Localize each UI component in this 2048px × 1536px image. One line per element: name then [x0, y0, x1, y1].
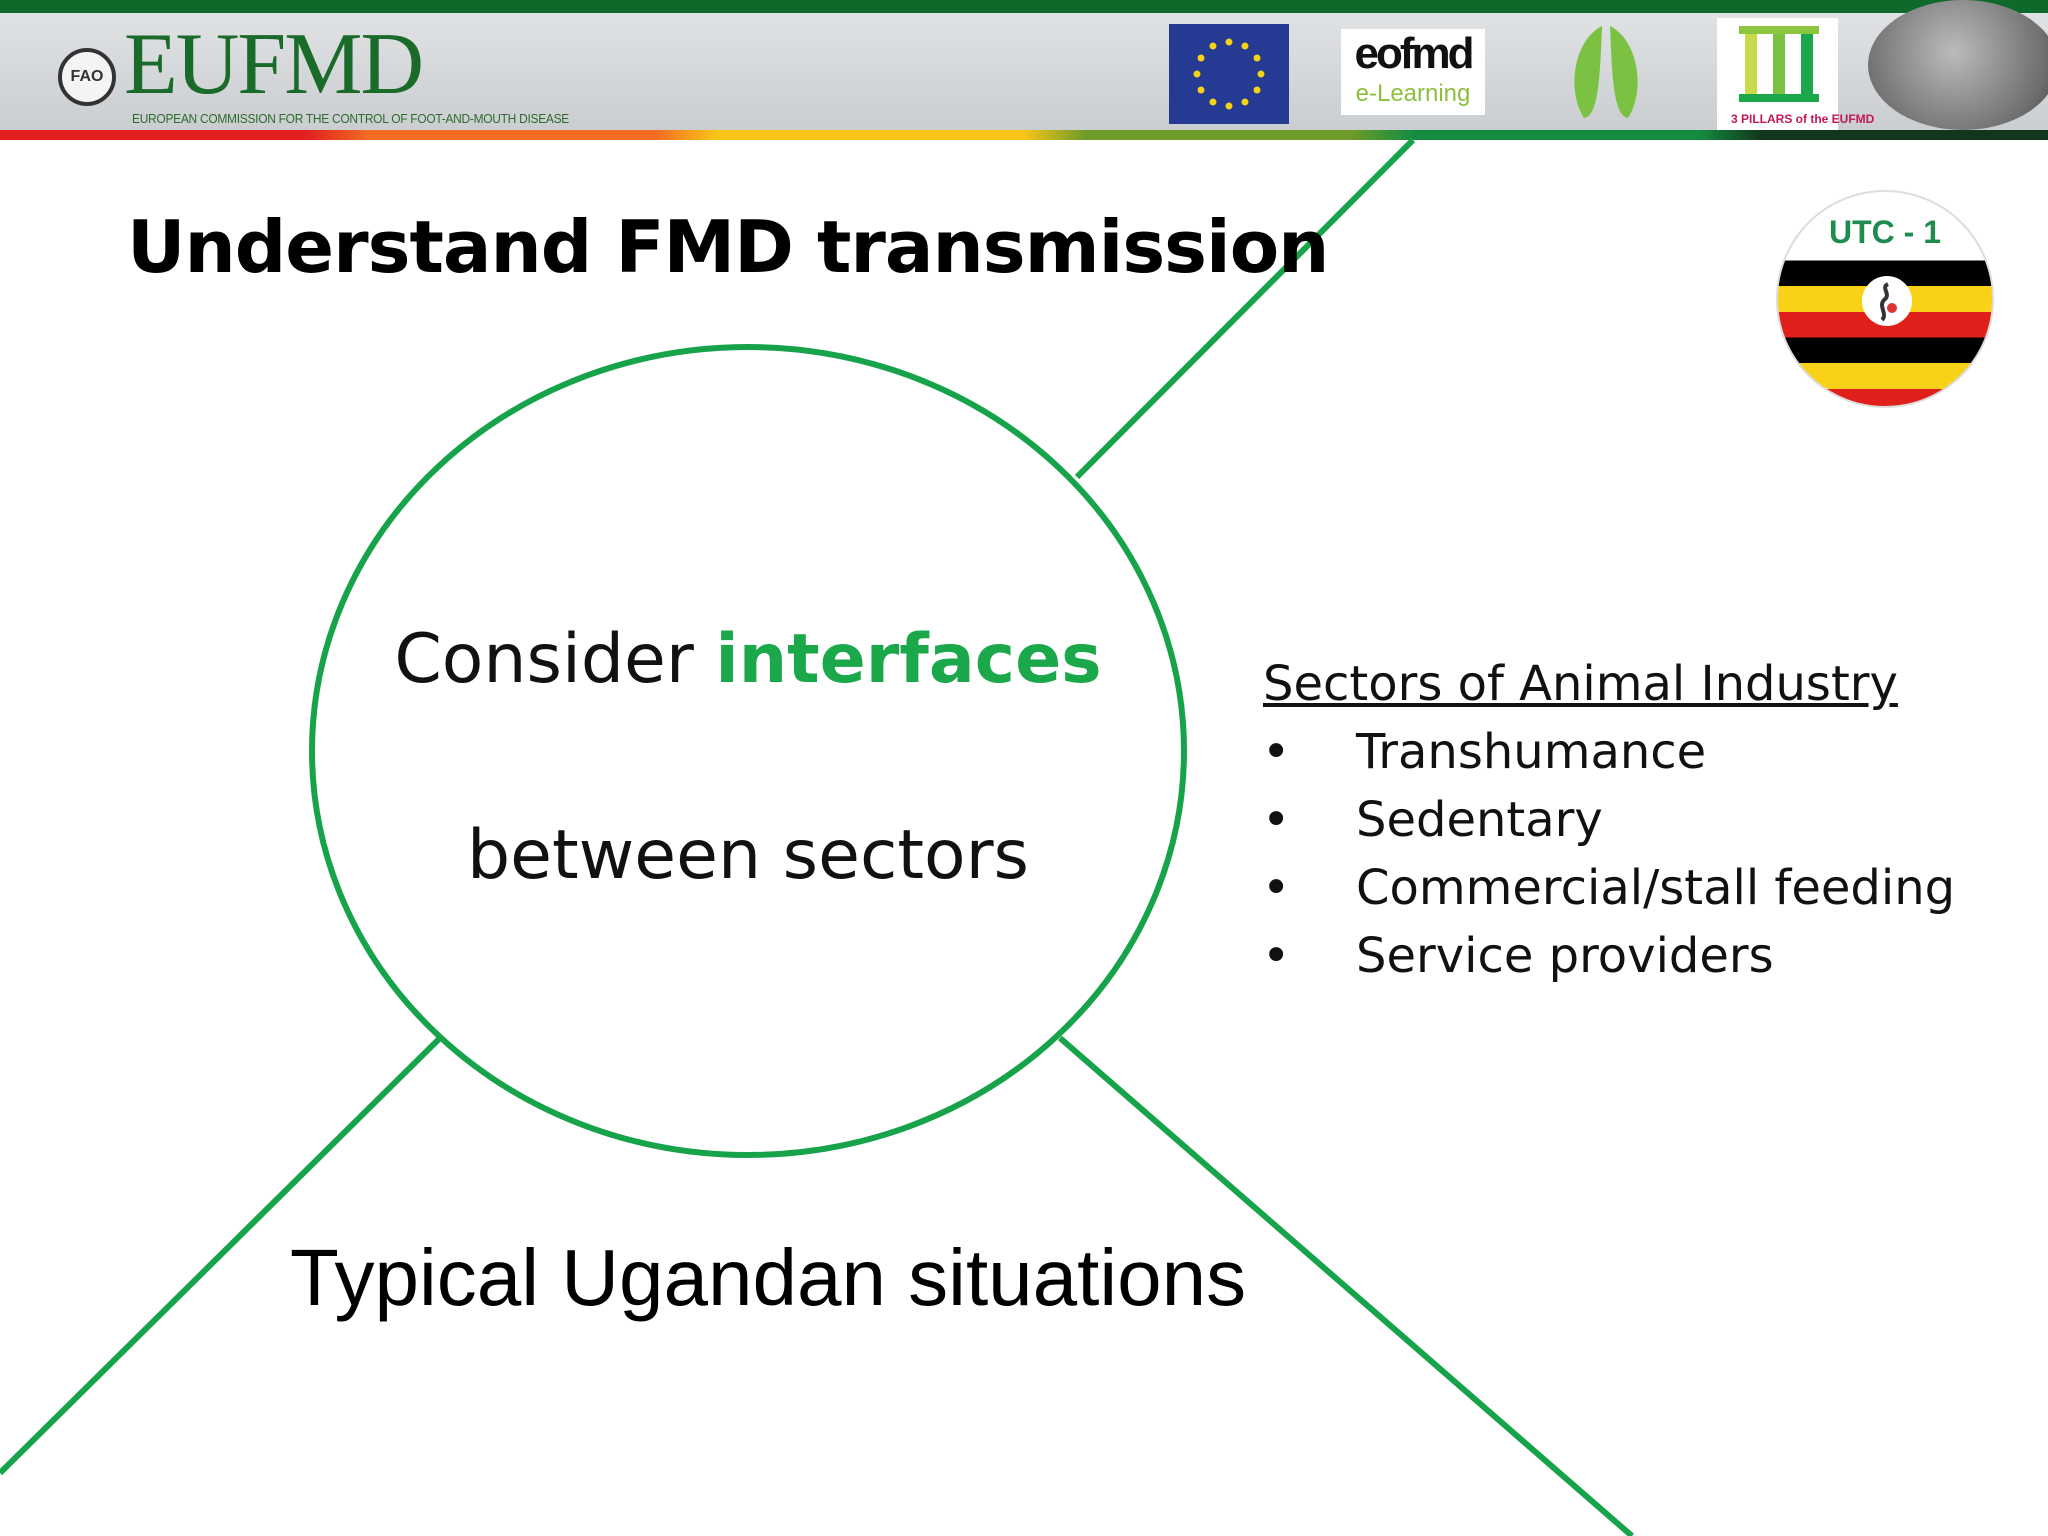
- bullet: •: [1262, 792, 1291, 848]
- bottom-caption: Typical Ugandan situations: [290, 1233, 1247, 1322]
- pillars-icon: [1739, 26, 1819, 102]
- circle-text-line2: between sectors: [467, 816, 1029, 895]
- list-item: • Transhumance: [1262, 724, 1706, 780]
- pillars-logo-text: 3 PILLARS of the EUFMD: [1731, 112, 1875, 126]
- interfaces-highlight: interfaces: [715, 620, 1102, 699]
- list-item: • Commercial/stall feeding: [1262, 860, 1955, 916]
- crowned-crane-icon: [1862, 276, 1912, 326]
- list-item-label: Service providers: [1356, 928, 1774, 984]
- bullet: •: [1262, 724, 1291, 780]
- consider-text: Consider: [394, 620, 716, 699]
- list-item-label: Commercial/stall feeding: [1356, 860, 1956, 916]
- diagram-line-bottom-left: [0, 1035, 443, 1476]
- coin-image: [1868, 0, 2048, 130]
- list-item: • Service providers: [1262, 928, 1774, 984]
- slide-title: Understand FMD transmission: [127, 205, 1329, 289]
- central-circle: [309, 344, 1187, 1158]
- eufmd-logo: EUFMD: [124, 16, 424, 113]
- bullet: •: [1262, 860, 1291, 916]
- bullet: •: [1262, 928, 1291, 984]
- circle-text-line1: Consider interfaces: [248, 620, 1248, 699]
- crane-shape-icon: [1880, 282, 1897, 322]
- sectors-heading: Sectors of Animal Industry: [1263, 656, 1898, 712]
- eofmd-elearning-logo: eofmd e-Learning: [1341, 29, 1485, 115]
- fao-emblem-text: FAO: [70, 68, 104, 85]
- eofmd-logo-text: eofmd: [1354, 29, 1475, 78]
- header-banner: FAO EUFMD EUROPEAN COMMISSION FOR THE CO…: [0, 0, 2048, 140]
- eu-flag-icon: [1169, 24, 1289, 124]
- list-item: • Sedentary: [1262, 792, 1603, 848]
- top-band: [0, 0, 2048, 13]
- eufmd-subtitle: EUROPEAN COMMISSION FOR THE CONTROL OF F…: [132, 111, 570, 126]
- fao-emblem-icon: FAO: [58, 48, 116, 106]
- rainbow-bar: [0, 130, 2048, 140]
- list-item-label: Transhumance: [1356, 724, 1707, 780]
- hoof-print-icon: [1574, 26, 1638, 118]
- badge-label: UTC - 1: [1829, 214, 1941, 250]
- diagram-line-top-right: [1074, 137, 1416, 480]
- uganda-flag-badge: UTC - 1: [1776, 190, 1994, 408]
- diagram-line-bottom-right: [1058, 1035, 1634, 1536]
- eu-stars-icon: [1193, 38, 1265, 110]
- three-pillars-logo: 3 PILLARS of the EUFMD: [1717, 18, 1874, 130]
- elearning-logo-text: e-Learning: [1355, 80, 1471, 107]
- list-item-label: Sedentary: [1356, 792, 1603, 848]
